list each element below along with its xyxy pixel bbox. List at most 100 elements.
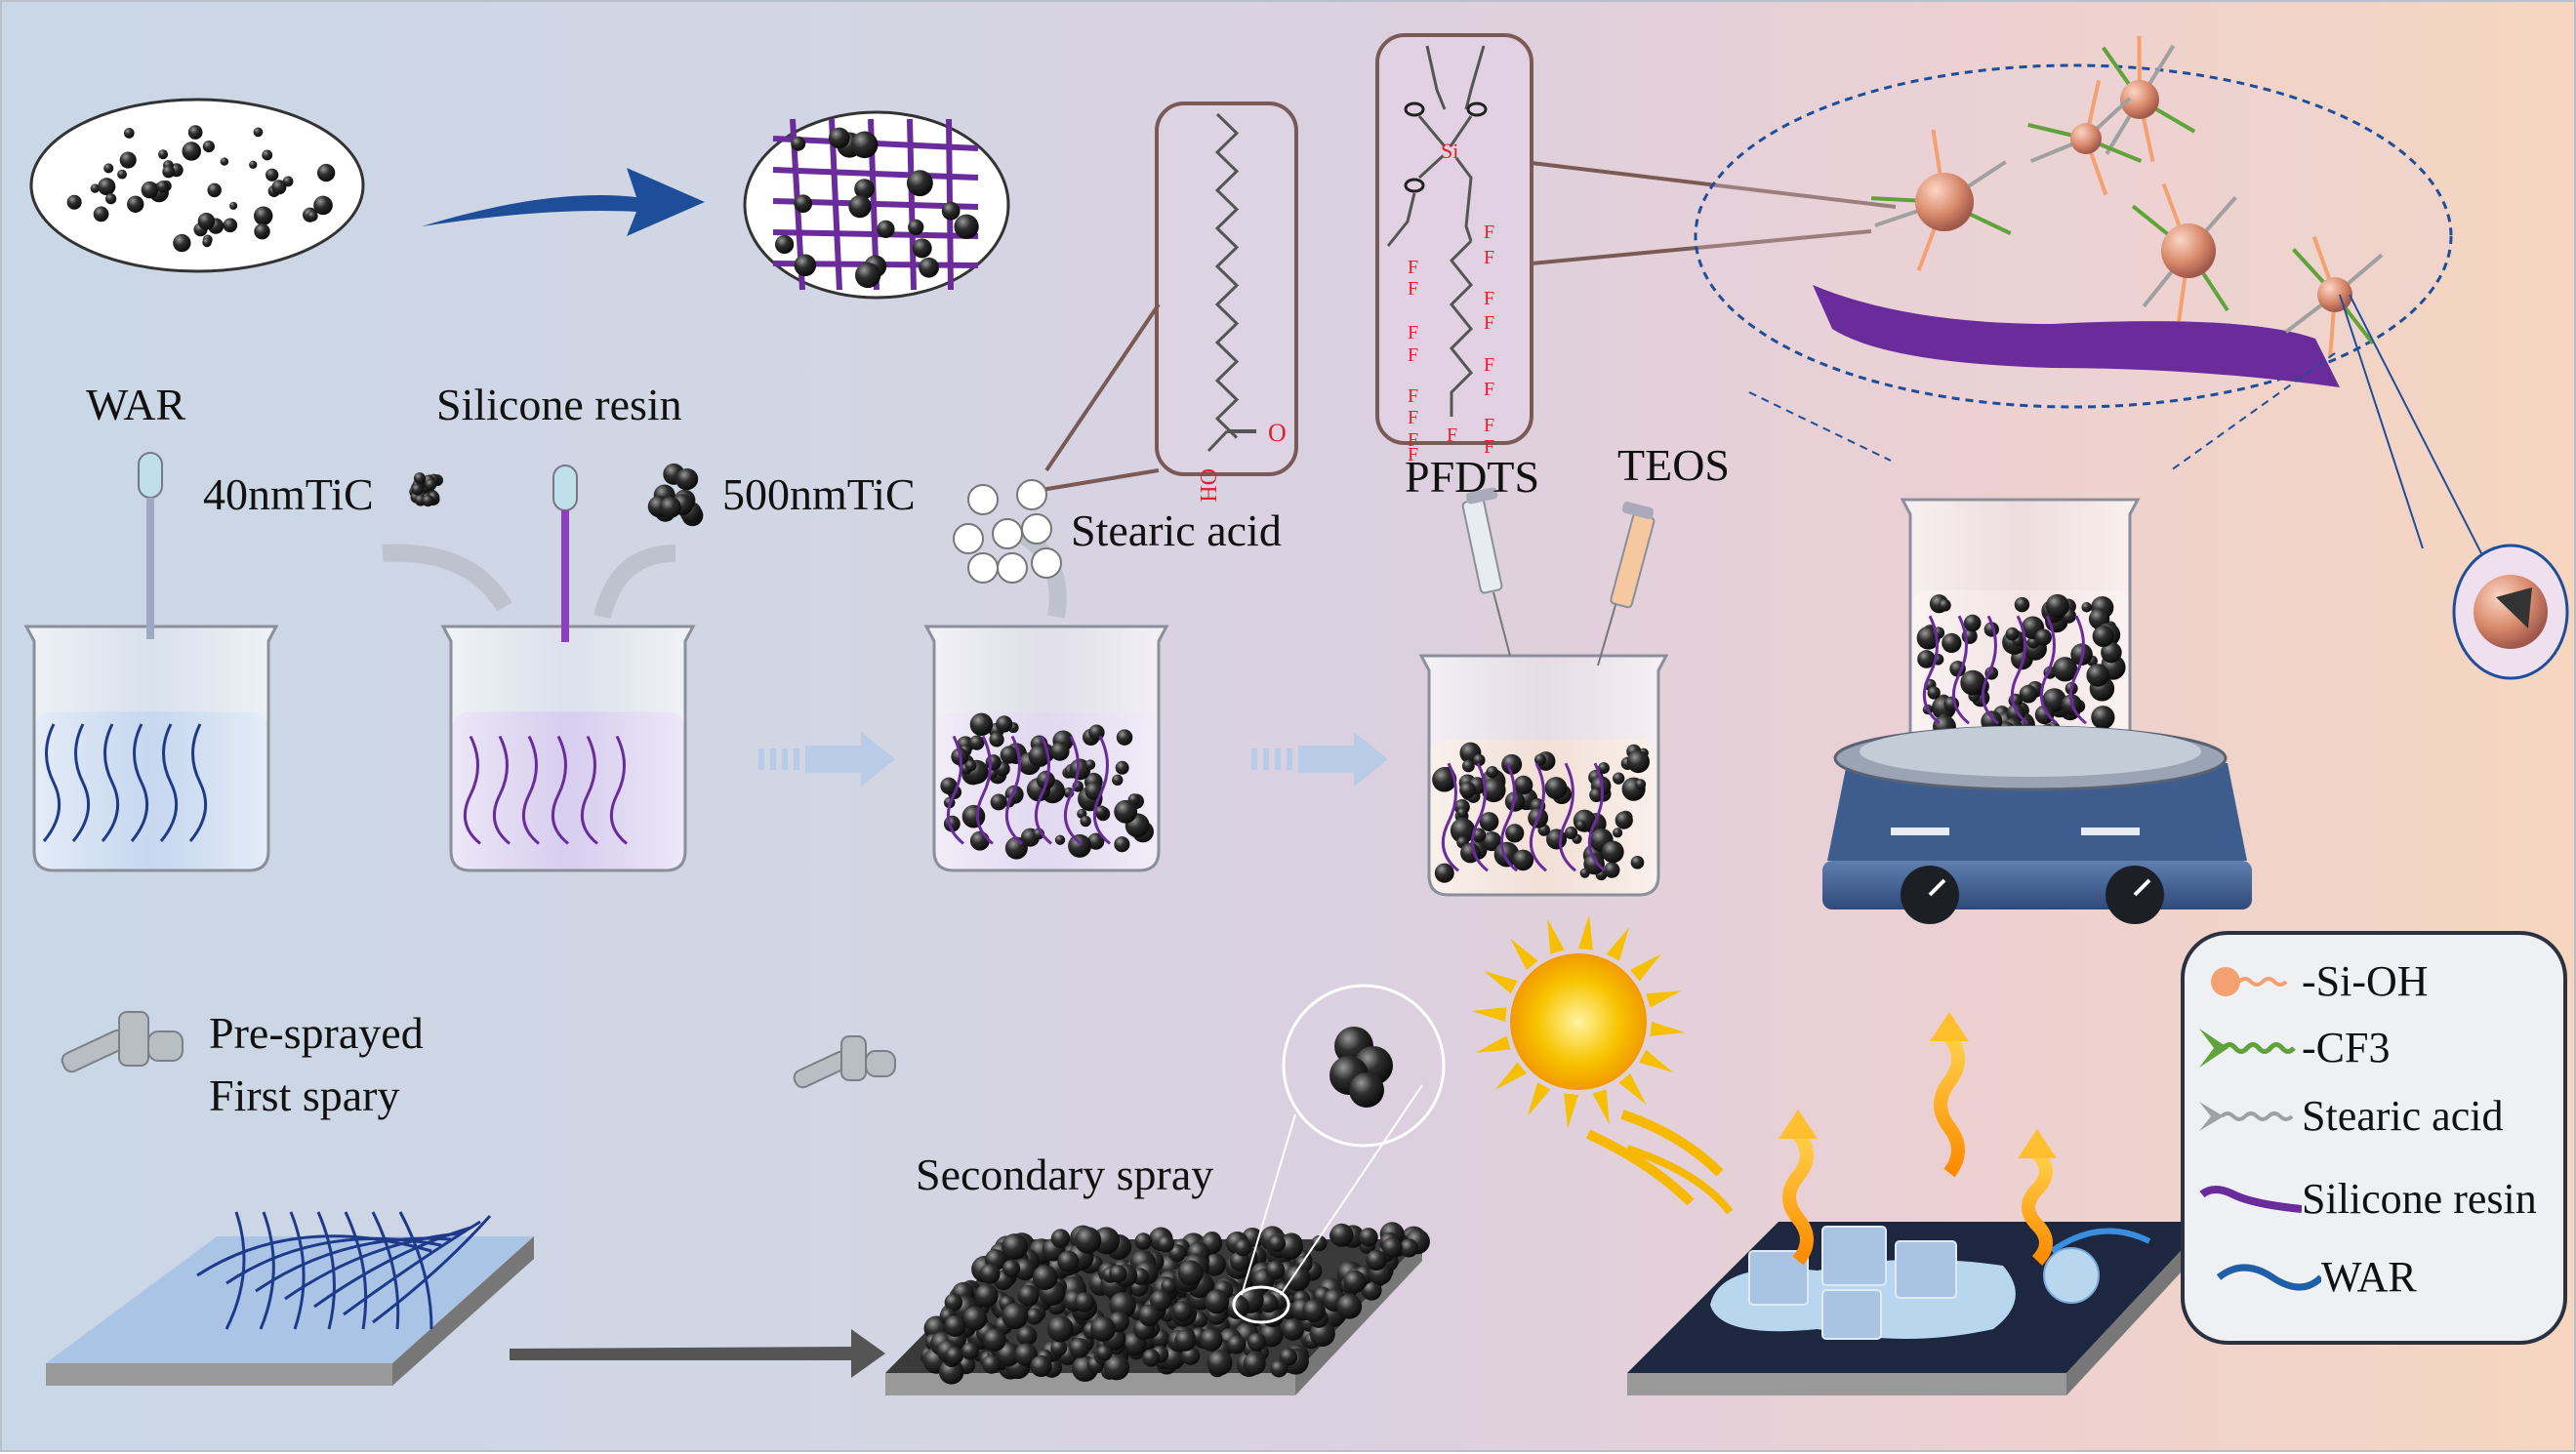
particle [1486, 766, 1498, 779]
particle [659, 496, 681, 518]
particle [2101, 641, 2122, 664]
particle [1142, 1349, 1161, 1367]
particle [223, 218, 238, 233]
particle [2086, 664, 2109, 687]
sun-ray [1527, 1082, 1551, 1116]
particle [1544, 777, 1568, 800]
particle [969, 830, 990, 851]
secondary-spray-label: Secondary spray [916, 1150, 1214, 1199]
teos-syringe-icon [1597, 501, 1656, 666]
particle [1116, 729, 1133, 746]
particle [1138, 1304, 1161, 1327]
heat-wave [2022, 1149, 2053, 1266]
silicone-dropper-icon [552, 464, 578, 642]
particle [202, 140, 215, 153]
sun-ray [1650, 1022, 1686, 1036]
process-arrow-icon [422, 168, 705, 236]
particle [253, 127, 264, 138]
particle [1534, 753, 1547, 766]
fluorine-atom-label: F [1408, 278, 1418, 300]
particle [2092, 625, 2114, 648]
particle [2091, 706, 2115, 730]
legend-item-si-oh: -Si-OH [2204, 956, 2429, 1006]
particle [1050, 1229, 1071, 1248]
particle [1234, 1238, 1252, 1257]
particle [1087, 832, 1105, 850]
fluorine-atom-label: F [1484, 415, 1494, 436]
sun-ray [1471, 1007, 1507, 1022]
particle [1279, 1348, 1298, 1366]
spray-gun-icon [61, 1011, 184, 1073]
particle [1613, 828, 1623, 838]
particle [1002, 1259, 1021, 1278]
particle [1613, 772, 1625, 785]
particle [2081, 602, 2092, 613]
particle [1112, 774, 1124, 787]
particle [249, 160, 258, 169]
war-label: WAR [86, 380, 186, 429]
sun-ray [1639, 1049, 1673, 1073]
particle [93, 206, 109, 222]
particle [1579, 868, 1590, 878]
particle [1002, 1303, 1029, 1330]
crosslinked-network-ellipse [743, 110, 1010, 300]
legend-label: Stearic acid [2302, 1092, 2504, 1140]
particle [127, 195, 144, 213]
particle [1575, 820, 1587, 831]
particle [1359, 1228, 1378, 1247]
fluorine-atom-label: F [1408, 429, 1418, 451]
particle [1604, 862, 1620, 878]
particle [1258, 1293, 1279, 1313]
stearic-acid-structure: O OH [1041, 101, 1298, 503]
particle [990, 793, 1007, 811]
particle [989, 732, 1004, 747]
particle [1456, 807, 1468, 819]
particle [1103, 1354, 1130, 1381]
particle [1343, 1270, 1367, 1294]
particle [1050, 742, 1070, 761]
fluorine-atom-label: F [1484, 247, 1494, 268]
particle [1481, 778, 1506, 803]
particle [1247, 1332, 1267, 1352]
particle [906, 170, 933, 197]
heat-arrowhead [2018, 1129, 2057, 1158]
particle [969, 712, 994, 737]
particle [1589, 788, 1604, 803]
sun-ray [1592, 1089, 1610, 1125]
particle [316, 163, 336, 182]
particle [1366, 1249, 1387, 1272]
particle [1094, 805, 1108, 819]
fluorine-atom-label: F [1484, 354, 1494, 376]
particle [1615, 811, 1633, 829]
particle [1302, 1299, 1326, 1323]
particle [162, 165, 176, 179]
particle [1000, 746, 1018, 764]
particle [791, 136, 806, 151]
war-icon [2216, 1264, 2321, 1290]
particle [961, 804, 986, 828]
particle [961, 1342, 979, 1360]
heat-arrow-icon [1779, 1012, 2057, 1266]
particle [1501, 753, 1523, 775]
particle [182, 141, 201, 161]
particle [1054, 834, 1066, 845]
heat-wave [1782, 1129, 1814, 1266]
particle [2005, 626, 2020, 641]
fluorine-atom-label: F [1484, 436, 1494, 458]
particle [848, 195, 872, 219]
particle [982, 1354, 1002, 1374]
legend-label: -Si-OH [2302, 957, 2429, 1005]
particle [1028, 745, 1051, 767]
particle [254, 222, 270, 240]
heat-arrowhead [1930, 1012, 1969, 1041]
substrate-secondary-spray [885, 984, 1446, 1395]
beaker-fluorination [1418, 654, 1669, 897]
particle [2034, 628, 2052, 646]
particle [1583, 853, 1605, 875]
legend-item-stearic-acid: Stearic acid [2194, 1091, 2503, 1141]
particle [1434, 863, 1454, 883]
particle [1927, 686, 1941, 700]
particle [1265, 1260, 1286, 1280]
